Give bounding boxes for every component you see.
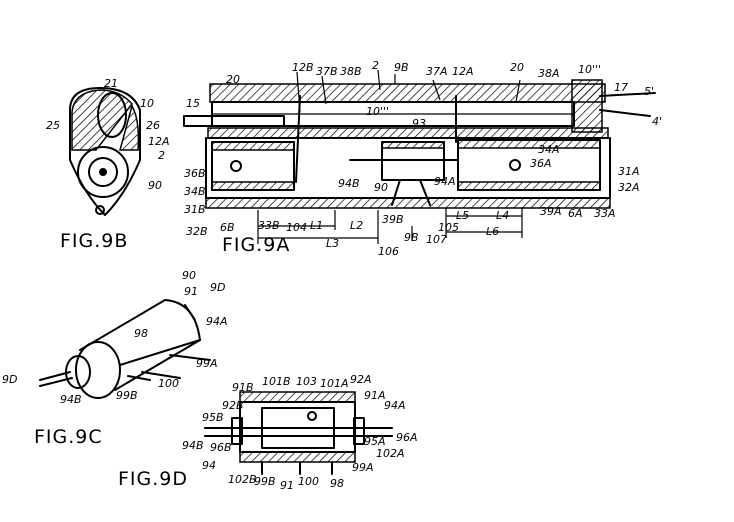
label-9a-31b: 31B (184, 204, 206, 215)
label-9a-104: 104 (286, 222, 307, 233)
label-9a-l4: L4 (496, 210, 509, 221)
label-9d-91b: 91B (232, 382, 254, 393)
label-9a-2: 2 (372, 60, 379, 71)
fig9d-top-wall (240, 392, 355, 402)
label-9a-105: 105 (438, 222, 459, 233)
label-9a-39a: 39A (540, 206, 562, 217)
label-9a-20-left: 20 (226, 74, 240, 85)
label-9a-l6: L6 (486, 226, 499, 237)
label-9a-5-prime: 5' (644, 86, 654, 97)
label-9c-9d-left: 9D (2, 374, 17, 385)
label-9a-94b: 94B (338, 178, 360, 189)
label-9d-95b: 95B (202, 412, 224, 423)
label-9a-32a: 32A (618, 182, 640, 193)
label-9a-32b: 32B (186, 226, 208, 237)
label-9a-17: 17 (614, 82, 628, 93)
label-9d-99a: 99A (352, 462, 374, 473)
label-9d-102a: 102A (376, 448, 405, 459)
label-9c-94a: 94A (206, 316, 228, 327)
label-9b-21: 21 (104, 78, 118, 89)
label-9a-37b: 37B (316, 66, 338, 77)
label-9a-39b: 39B (382, 214, 404, 225)
label-9c-99b: 99B (116, 390, 138, 401)
label-9d-96b: 96B (210, 442, 232, 453)
label-9d-96a: 96A (396, 432, 418, 443)
label-9a-9b-top: 9B (394, 62, 409, 73)
label-9a-106: 106 (378, 246, 399, 257)
label-9a-34b: 34B (184, 186, 206, 197)
label-9b-10: 10 (140, 98, 154, 109)
label-9d-102b: 102B (228, 474, 257, 485)
label-9c-90: 90 (182, 270, 196, 281)
label-9a-6b: 6B (220, 222, 235, 233)
fig9b-caption: FIG.9B (60, 232, 128, 251)
label-9a-36a: 36A (530, 158, 552, 169)
label-9a-38a: 38A (538, 68, 560, 79)
fig9a-end-block (572, 80, 602, 132)
label-9c-100: 100 (158, 378, 179, 389)
label-9a-12b: 12B (292, 62, 314, 73)
label-9a-37a: 37A (426, 66, 448, 77)
label-9d-103: 103 (296, 376, 317, 387)
label-9b-12a: 12A (148, 136, 170, 147)
label-9a-10-triple-prime-mid: 10''' (366, 106, 389, 117)
label-9d-91a: 91A (364, 390, 386, 401)
label-9d-94: 94 (202, 460, 216, 471)
label-9a-34a: 34A (538, 144, 560, 155)
fig9d-caption: FIG.9D (118, 470, 188, 489)
fig9c-caption: FIG.9C (34, 428, 103, 447)
label-9a-l2: L2 (350, 220, 363, 231)
label-9a-l1: L1 (310, 220, 323, 231)
label-9d-95a: 95A (364, 436, 386, 447)
label-9d-100: 100 (298, 476, 319, 487)
label-9a-93: 93 (412, 118, 426, 129)
label-9d-101b: 101B (262, 376, 291, 387)
label-9d-98: 98 (330, 478, 344, 489)
label-9a-107: 107 (426, 234, 447, 245)
fig9c-drawing (40, 300, 210, 398)
label-9d-94a: 94A (384, 400, 406, 411)
label-9a-10-triple-prime-top: 10''' (578, 64, 601, 75)
label-9a-6a: 6A (568, 208, 583, 219)
label-9b-26: 26 (146, 120, 160, 131)
label-9a-90: 90 (374, 182, 388, 193)
label-9a-9b-bottom: 9B (404, 232, 419, 243)
fig9a-drawing (184, 70, 655, 244)
label-9c-9d-top: 9D (210, 282, 225, 293)
fig9a-mid-wall (208, 128, 608, 138)
label-9c-99a: 99A (196, 358, 218, 369)
label-9a-36b: 36B (184, 168, 206, 179)
label-9d-92a: 92A (350, 374, 372, 385)
label-9c-94b: 94B (60, 394, 82, 405)
label-9a-31a: 31A (618, 166, 640, 177)
label-9a-l5: L5 (456, 210, 469, 221)
label-9a-33a: 33A (594, 208, 616, 219)
fig9a-caption: FIG.9A (222, 236, 290, 255)
fig9a-left-rod (184, 116, 284, 126)
label-9a-94a: 94A (434, 176, 456, 187)
fig9a-top-wall (210, 84, 605, 102)
label-9d-92b: 92B (222, 400, 244, 411)
label-9b-25: 25 (46, 120, 60, 131)
label-9d-99b: 99B (254, 476, 276, 487)
label-9a-15: 15 (186, 98, 200, 109)
label-9d-101a: 101A (320, 378, 349, 389)
label-9c-91: 91 (184, 286, 198, 297)
label-9a-38b: 38B (340, 66, 362, 77)
label-9a-4-prime: 4' (652, 116, 662, 127)
label-9a-33b: 33B (258, 220, 280, 231)
label-9b-2: 2 (158, 150, 165, 161)
fig9b-drawing (70, 88, 140, 215)
label-9c-98: 98 (134, 328, 148, 339)
fig9d-bottom-wall (240, 452, 355, 462)
label-9a-l3: L3 (326, 238, 339, 249)
label-9d-94b: 94B (182, 440, 204, 451)
label-9b-90: 90 (148, 180, 162, 191)
label-9d-91: 91 (280, 480, 294, 491)
label-9a-20-right: 20 (510, 62, 524, 73)
label-9a-12a: 12A (452, 66, 474, 77)
